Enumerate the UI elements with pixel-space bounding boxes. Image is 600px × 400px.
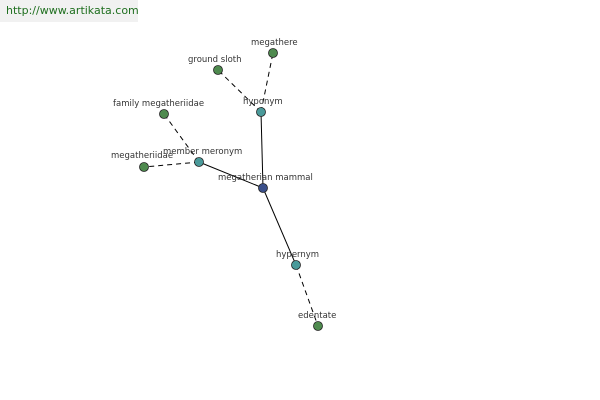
- node-family-megatheriidae[interactable]: family megatheriidae: [113, 99, 204, 119]
- edge-hypernym-to-edentate: [295, 264, 319, 327]
- edge-megatherian-mammal-to-hypernym: [262, 187, 297, 266]
- node-hyponym[interactable]: hyponym: [243, 97, 283, 117]
- edge-megatherian-mammal-to-member-meronym: [198, 161, 264, 189]
- node-megatherian-mammal[interactable]: megatherian mammal: [218, 173, 313, 193]
- node-label-family-megatheriidae: family megatheriidae: [113, 99, 204, 109]
- node-dot-edentate[interactable]: [313, 321, 323, 331]
- node-dot-ground-sloth[interactable]: [213, 65, 223, 75]
- node-dot-megatheriidae[interactable]: [139, 162, 149, 172]
- node-ground-sloth[interactable]: ground sloth: [188, 55, 242, 75]
- source-url-bar: http://www.artikata.com: [0, 0, 139, 22]
- source-url-link[interactable]: http://www.artikata.com: [6, 4, 139, 17]
- node-label-hyponym: hyponym: [243, 97, 283, 107]
- node-dot-megatherian-mammal[interactable]: [258, 183, 268, 193]
- node-label-megatheriidae: megatheriidae: [111, 151, 173, 161]
- node-label-hypernym: hypernym: [276, 250, 319, 260]
- edge-member-meronym-to-family-megatheriidae: [163, 113, 200, 163]
- node-dot-member-meronym[interactable]: [194, 157, 204, 167]
- node-label-megathere: megathere: [251, 38, 298, 48]
- node-dot-family-megatheriidae[interactable]: [159, 109, 169, 119]
- edge-member-meronym-to-megatheriidae: [143, 161, 200, 168]
- nodes-layer: megatherian mammal hyponym member meronym h…: [111, 38, 336, 331]
- edges-layer: [143, 52, 319, 327]
- node-member-meronym[interactable]: member meronym: [163, 147, 242, 167]
- node-edentate[interactable]: edentate: [298, 311, 336, 331]
- node-label-member-meronym: member meronym: [163, 147, 242, 157]
- edge-megatherian-mammal-to-hyponym: [260, 111, 264, 189]
- node-hypernym[interactable]: hypernym: [276, 250, 319, 270]
- node-dot-megathere[interactable]: [268, 48, 278, 58]
- node-dot-hypernym[interactable]: [291, 260, 301, 270]
- node-label-megatherian-mammal: megatherian mammal: [218, 173, 313, 183]
- node-dot-hyponym[interactable]: [256, 107, 266, 117]
- node-megathere[interactable]: megathere: [251, 38, 298, 58]
- edge-hyponym-to-megathere: [260, 52, 274, 113]
- edge-hyponym-to-ground-sloth: [217, 69, 262, 113]
- node-megatheriidae[interactable]: megatheriidae: [111, 151, 173, 172]
- node-label-edentate: edentate: [298, 311, 336, 321]
- node-label-ground-sloth: ground sloth: [188, 55, 242, 65]
